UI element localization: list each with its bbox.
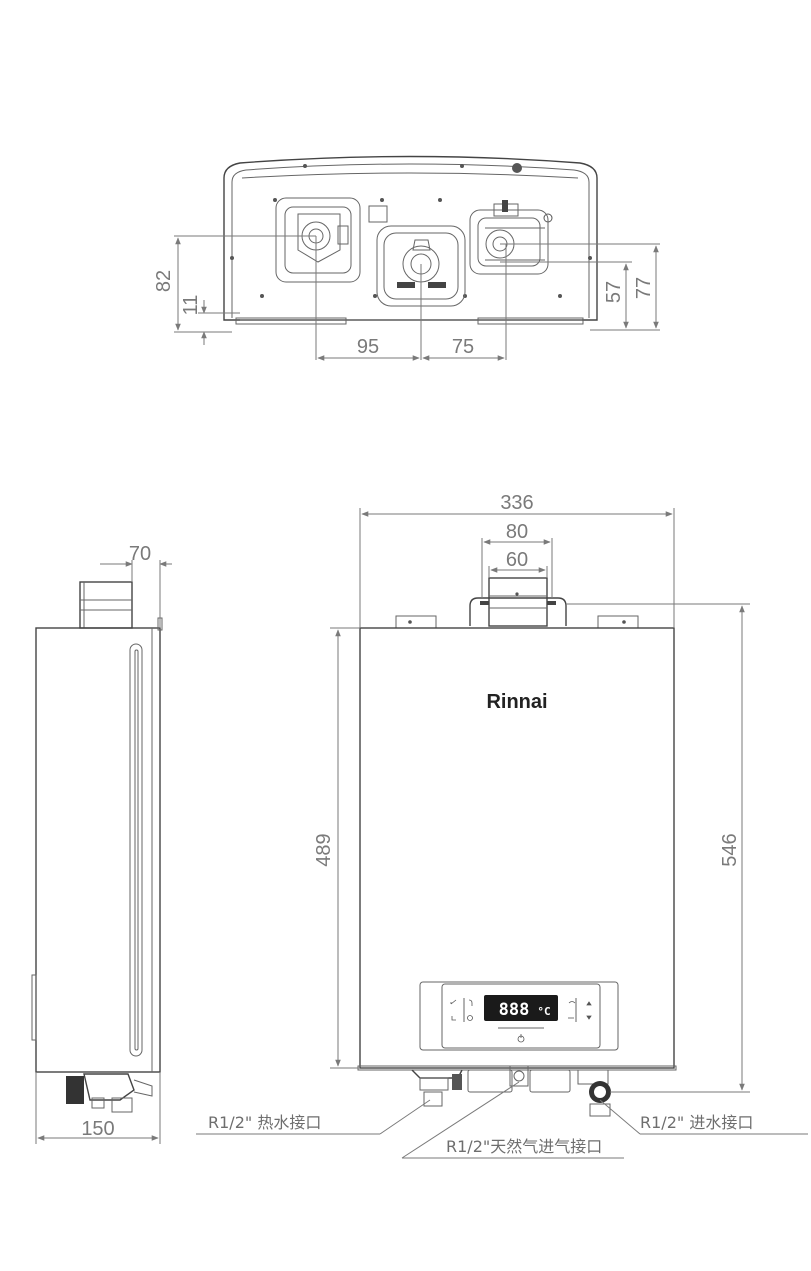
dim-77: 77 xyxy=(633,277,655,299)
display-digits: 888 xyxy=(499,1000,530,1020)
callout-cold-water: R1/2" 进水接口 xyxy=(640,1113,753,1132)
wifi-icon[interactable] xyxy=(568,1001,576,1004)
top-view: 82 11 57 77 95 75 xyxy=(153,155,660,361)
bath-icon[interactable] xyxy=(450,999,457,1005)
tap-icon[interactable] xyxy=(451,1016,456,1021)
dim-336: 336 xyxy=(500,492,533,514)
control-panel xyxy=(419,981,619,1051)
callout-gas-inlet: R1/2"天然气进气接口 xyxy=(446,1137,602,1156)
dim-150: 150 xyxy=(81,1118,114,1140)
dim-546: 546 xyxy=(719,833,741,866)
dim-75: 75 xyxy=(452,336,474,358)
dim-489: 489 xyxy=(313,833,335,866)
dim-80: 80 xyxy=(506,521,528,543)
panel-buttons xyxy=(450,999,592,1043)
bottom-fittings xyxy=(411,1065,611,1117)
dim-82: 82 xyxy=(153,270,175,292)
dim-57: 57 xyxy=(603,281,625,303)
top-view-housing xyxy=(223,155,598,321)
callout-hot-water: R1/2" 热水接口 xyxy=(208,1113,321,1132)
brand-logo: Rinnai xyxy=(486,691,547,713)
dim-60: 60 xyxy=(506,549,528,571)
lcd-display xyxy=(484,995,558,1021)
side-view: 70 150 xyxy=(31,543,172,1144)
eco-icon[interactable] xyxy=(467,1015,473,1021)
up-arrow-icon[interactable] xyxy=(586,1001,592,1006)
dim-95: 95 xyxy=(357,336,379,358)
shower-icon[interactable] xyxy=(468,999,473,1006)
callouts: R1/2" 热水接口 R1/2"天然气进气接口 R1/2" 进水接口 xyxy=(196,1081,808,1159)
dim-11: 11 xyxy=(180,295,202,316)
side-view-body xyxy=(35,627,161,1073)
down-arrow-icon[interactable] xyxy=(586,1015,592,1020)
front-view-body xyxy=(359,627,675,1069)
dim-70: 70 xyxy=(129,543,151,565)
display-unit: °C xyxy=(537,1005,550,1018)
wall-bracket xyxy=(469,597,567,626)
front-view: Rinnai 888 °C xyxy=(313,492,750,1117)
